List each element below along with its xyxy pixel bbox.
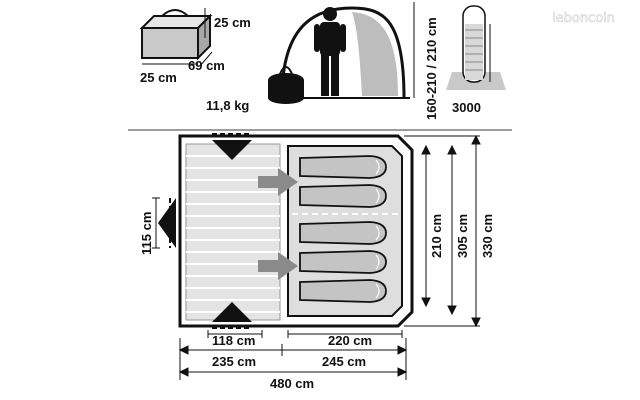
bag-height-label: 25 cm: [214, 15, 251, 30]
arrow-right-icon: [258, 168, 298, 196]
mid-depth-label: 305 cm: [455, 214, 470, 258]
vestibule-outer-label: 235 cm: [212, 354, 256, 369]
dim-lengths: [178, 330, 408, 380]
bag-weight-label: 11,8 kg: [206, 98, 249, 113]
bedroom-outer-label: 245 cm: [322, 354, 366, 369]
side-width-label: 115 cm: [139, 212, 154, 255]
tent-profile-icon: [268, 6, 410, 104]
dim-depths: [404, 134, 481, 328]
sleeping-bag: [299, 155, 387, 179]
bag-length-label: 69 cm: [188, 58, 225, 73]
total-length-label: 480 cm: [270, 376, 314, 391]
watermark: leboncoin: [552, 11, 615, 26]
door-marker-bottom-icon: [212, 302, 252, 322]
vestibule-floor: [185, 143, 281, 321]
tent-height-label: 160-210 / 210 cm: [424, 17, 439, 120]
sleeping-bag: [299, 279, 387, 303]
floor-plan: [158, 133, 414, 329]
water-column-label: 3000: [452, 100, 481, 115]
door-marker-side-icon: [158, 198, 176, 248]
vestibule-inner-label: 118 cm: [212, 333, 255, 348]
bedroom-inner-label: 220 cm: [328, 333, 372, 348]
inner-depth-label: 210 cm: [429, 214, 444, 258]
arrow-right-icon: [258, 252, 298, 280]
sleeping-bags: [299, 155, 387, 303]
door-marker-top-icon: [212, 140, 252, 160]
water-column-icon: [446, 5, 506, 90]
pack-bag-icon: [139, 8, 213, 67]
sleeping-bag: [299, 184, 387, 208]
total-depth-label: 330 cm: [480, 214, 495, 258]
bag-depth-label: 25 cm: [140, 70, 177, 85]
dim-side-width: [152, 197, 160, 249]
entry-arrows: [258, 168, 298, 280]
sleeping-bag: [299, 221, 387, 245]
sleeping-bag: [299, 250, 387, 274]
